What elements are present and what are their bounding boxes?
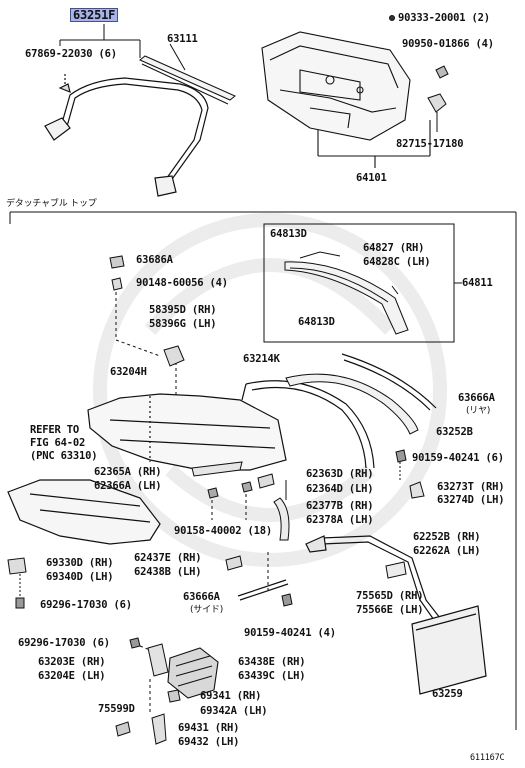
callout-62365[interactable]: 62365A (RH) xyxy=(94,466,162,478)
part-63273T xyxy=(409,481,425,499)
callout-64101[interactable]: 64101 xyxy=(356,172,387,184)
callout-64828[interactable]: 64828C (LH) xyxy=(363,256,431,268)
callout-90148[interactable]: 90148-60056 (4) xyxy=(136,277,228,289)
callout-69296-b[interactable]: 69296-17030 (6) xyxy=(18,637,110,649)
part-strip-62252B xyxy=(305,535,441,621)
bracket-82715 xyxy=(427,93,447,132)
callout-69330[interactable]: 69330D (RH) xyxy=(46,557,114,569)
part-roof-63204H xyxy=(87,393,287,471)
part-75565D xyxy=(385,561,407,579)
callout-90950[interactable]: 90950-01866 (4) xyxy=(402,38,494,50)
part-62377B xyxy=(273,497,290,541)
part-62365A xyxy=(191,461,243,477)
callout-62438[interactable]: 62438B (LH) xyxy=(134,566,202,578)
callout-63251F[interactable]: 63251F xyxy=(70,8,119,22)
callout-69340[interactable]: 69340D (LH) xyxy=(46,571,114,583)
refer-line-2[interactable]: FIG 64-02 xyxy=(30,437,86,449)
callout-75599D[interactable]: 75599D xyxy=(98,703,135,715)
callout-63259[interactable]: 63259 xyxy=(432,688,463,700)
part-rail-63111 xyxy=(139,43,236,105)
callout-69341[interactable]: 69341 (RH) xyxy=(200,690,262,702)
part-strip-63666A-side xyxy=(237,579,289,601)
part-strip-63252B xyxy=(285,373,419,435)
callout-75565[interactable]: 75565D (RH) xyxy=(356,590,424,602)
callout-63204H[interactable]: 63204H xyxy=(110,366,147,378)
callout-62437[interactable]: 62437E (RH) xyxy=(134,552,202,564)
callout-90159-bottom[interactable]: 90159-40241 (4) xyxy=(244,627,336,639)
watermark-emblem xyxy=(93,213,447,567)
part-69330D xyxy=(7,557,27,609)
callout-69342[interactable]: 69342A (LH) xyxy=(200,705,268,717)
callout-63204E[interactable]: 63204E (LH) xyxy=(38,670,106,682)
callout-63252B[interactable]: 63252B xyxy=(436,426,473,438)
fastener-90333 xyxy=(389,15,395,21)
fastener-90158 xyxy=(207,481,253,499)
callout-58395[interactable]: 58395D (RH) xyxy=(149,304,217,316)
callout-62363[interactable]: 62363D (RH) xyxy=(306,468,374,480)
callout-67869[interactable]: 67869-22030 (6) xyxy=(25,48,117,60)
part-63438E xyxy=(167,647,219,699)
callout-58396[interactable]: 58396G (LH) xyxy=(149,318,217,330)
part-69341 xyxy=(167,689,181,703)
part-panel-refer xyxy=(7,479,161,545)
refer-line-1[interactable]: REFER TO xyxy=(30,424,79,436)
callout-63686A[interactable]: 63686A xyxy=(136,254,173,266)
section-frame xyxy=(9,211,517,730)
callout-90333[interactable]: 90333-20001 (2) xyxy=(398,12,490,24)
part-frame-63214K xyxy=(241,380,375,469)
part-63203E xyxy=(129,637,169,677)
callout-63438[interactable]: 63438E (RH) xyxy=(238,656,306,668)
bolt-90159-bottom xyxy=(267,552,293,607)
callout-63111[interactable]: 63111 xyxy=(167,33,198,45)
section-title: デタッチャブル トップ xyxy=(6,199,97,209)
callout-64813D-top[interactable]: 64813D xyxy=(270,228,307,240)
callout-90159-top[interactable]: 90159-40241 (6) xyxy=(412,452,504,464)
leader-bottom-cluster xyxy=(139,645,151,712)
callout-62366[interactable]: 62366A (LH) xyxy=(94,480,162,492)
part-62363D xyxy=(257,473,287,500)
callout-62378[interactable]: 62378A (LH) xyxy=(306,514,374,526)
part-69431 xyxy=(151,713,167,745)
inset-box-64811 xyxy=(263,223,462,343)
refer-line-3[interactable]: (PNC 63310) xyxy=(30,450,98,462)
leader-90158 xyxy=(211,488,247,520)
part-back-panel-64101 xyxy=(261,31,431,168)
callout-63439[interactable]: 63439C (LH) xyxy=(238,670,306,682)
callout-63666A-rear[interactable]: 63666A xyxy=(458,392,495,404)
callout-63214K[interactable]: 63214K xyxy=(243,353,280,365)
callout-64811[interactable]: 64811 xyxy=(462,277,493,289)
callout-64813D-bottom[interactable]: 64813D xyxy=(298,316,335,328)
callout-69431[interactable]: 69431 (RH) xyxy=(178,722,240,734)
callout-69296-a[interactable]: 69296-17030 (6) xyxy=(40,599,132,611)
bracket-58395 xyxy=(163,345,185,367)
callout-69432[interactable]: 69432 (LH) xyxy=(178,736,240,748)
bolt-90159-top xyxy=(395,449,407,480)
callout-63273[interactable]: 63273T (RH) xyxy=(437,481,505,493)
figure-id: 611167C xyxy=(470,753,505,763)
callout-82715[interactable]: 82715-17180 xyxy=(396,138,464,150)
callout-62377[interactable]: 62377B (RH) xyxy=(306,500,374,512)
bracket-63251F xyxy=(59,24,141,58)
callout-63274[interactable]: 63274D (LH) xyxy=(437,494,505,506)
rear-note: (リヤ) xyxy=(466,406,491,416)
callout-62262[interactable]: 62262A (LH) xyxy=(413,545,481,557)
part-62437E xyxy=(225,555,243,571)
fastener-63686A xyxy=(109,255,125,291)
part-cover-63259 xyxy=(411,605,487,695)
callout-62252[interactable]: 62252B (RH) xyxy=(413,531,481,543)
callout-75566[interactable]: 75566E (LH) xyxy=(356,604,424,616)
part-75599D xyxy=(115,721,131,737)
callout-90158[interactable]: 90158-40002 (18) xyxy=(174,525,272,537)
callout-62364[interactable]: 62364D (LH) xyxy=(306,483,374,495)
part-strip-63666A-rear xyxy=(341,353,437,411)
part-weatherstrip-63251F xyxy=(44,74,209,197)
callout-63203[interactable]: 63203E (RH) xyxy=(38,656,106,668)
fastener-90950 xyxy=(435,65,449,79)
callout-63666A-side[interactable]: 63666A xyxy=(183,591,220,603)
side-note: (サイド) xyxy=(190,605,224,615)
callout-64827[interactable]: 64827 (RH) xyxy=(363,242,425,254)
